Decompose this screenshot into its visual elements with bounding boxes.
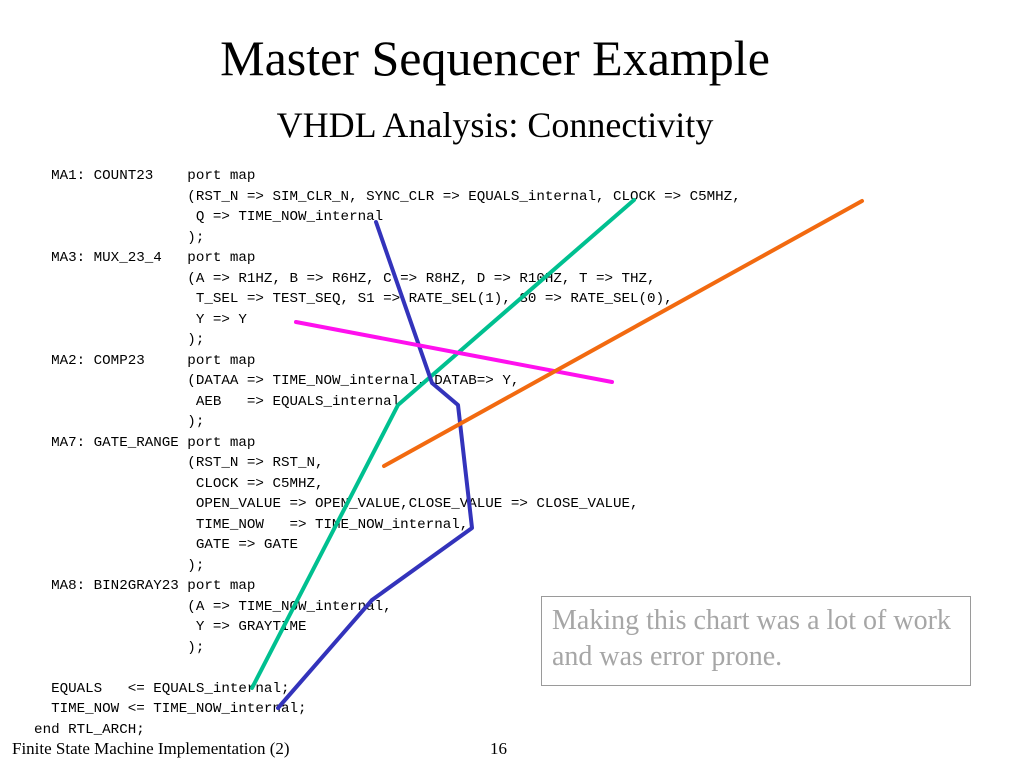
code-line: MA8: BIN2GRAY23 port map [0,578,256,594]
page-number: 16 [490,739,507,758]
code-line: (A => R1HZ, B => R6HZ, C => R8HZ, D => R… [0,270,656,287]
code-line: ); [0,229,205,246]
code-line: ); [0,414,205,430]
code-line: ); [0,557,205,574]
code-line: ); [0,332,205,348]
slide-subtitle: VHDL Analysis: Connectivity [276,105,714,145]
code-line: CLOCK => C5MHZ, [0,475,324,492]
code-line: Q => TIME_NOW_internal [0,209,384,225]
code-line: TIME_NOW => TIME_NOW_internal, [0,516,469,533]
code-line: (RST_N => SIM_CLR_N, SYNC_CLR => EQUALS_… [0,188,741,205]
code-line: (DATAA => TIME_NOW_internal, DATAB=> Y, [0,373,520,389]
code-line: EQUALS <= EQUALS_internal; [0,680,290,697]
code-line: MA7: GATE_RANGE port map [0,434,256,451]
code-line: MA1: COUNT23 port map [0,168,256,184]
code-line: OPEN_VALUE => OPEN_VALUE,CLOSE_VALUE => … [0,496,639,512]
note-box: Making this chart was a lot of work and … [541,596,971,686]
footer-text: Finite State Machine Implementation (2) [12,739,290,758]
slide-title: Master Sequencer Example [220,30,770,86]
code-line: MA3: MUX_23_4 port map [0,250,256,266]
code-line: GATE => GATE [0,537,298,553]
code-line: (RST_N => RST_N, [0,455,324,471]
note-text: Making this chart was a lot of work and … [552,605,951,672]
code-line: ); [0,639,205,656]
code-line: Y => Y [0,311,247,328]
code-line: (A => TIME_NOW_internal, [0,598,392,615]
code-line: T_SEL => TEST_SEQ, S1 => RATE_SEL(1), S0… [0,291,673,307]
code-line: TIME_NOW <= TIME_NOW_internal; [0,701,307,717]
code-line: Y => GRAYTIME [0,619,307,635]
code-line: AEB => EQUALS_internal [0,393,401,410]
code-line: end RTL_ARCH; [0,721,145,738]
clock-connection-line [382,199,864,468]
code-line: MA2: COMP23 port map [0,352,256,369]
